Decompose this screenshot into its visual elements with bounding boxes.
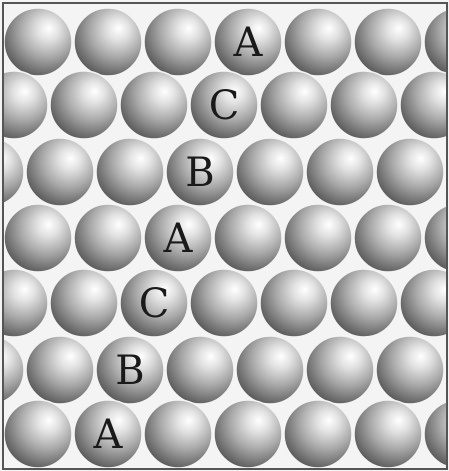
layer-label-5: B <box>115 348 144 394</box>
layer-label-0: A <box>233 20 264 66</box>
sphere <box>4 204 72 272</box>
sphere <box>50 71 118 139</box>
sphere <box>284 8 352 76</box>
layer-label-4: C <box>139 281 170 327</box>
sphere <box>144 400 212 468</box>
layer-label-2: B <box>185 150 214 196</box>
sphere <box>306 336 374 404</box>
sphere <box>26 138 94 206</box>
sphere <box>214 400 282 468</box>
sphere <box>330 269 398 337</box>
layer-label-3: A <box>163 216 194 262</box>
sphere <box>236 336 304 404</box>
sphere <box>260 269 328 337</box>
sphere <box>376 336 444 404</box>
sphere <box>354 400 422 468</box>
sphere <box>236 138 304 206</box>
sphere <box>284 400 352 468</box>
sphere <box>260 71 328 139</box>
sphere <box>120 71 188 139</box>
sphere <box>284 204 352 272</box>
sphere <box>190 269 258 337</box>
sphere <box>354 8 422 76</box>
sphere <box>166 336 234 404</box>
sphere <box>96 138 164 206</box>
sphere <box>4 8 72 76</box>
sphere <box>354 204 422 272</box>
sphere <box>214 204 282 272</box>
sphere <box>50 269 118 337</box>
sphere <box>306 138 374 206</box>
sphere <box>26 336 94 404</box>
sphere <box>4 400 72 468</box>
sphere <box>144 8 212 76</box>
sphere <box>74 204 142 272</box>
sphere <box>330 71 398 139</box>
sphere <box>74 8 142 76</box>
sphere <box>376 138 444 206</box>
layer-label-1: C <box>209 83 240 129</box>
layer-label-6: A <box>93 412 124 458</box>
